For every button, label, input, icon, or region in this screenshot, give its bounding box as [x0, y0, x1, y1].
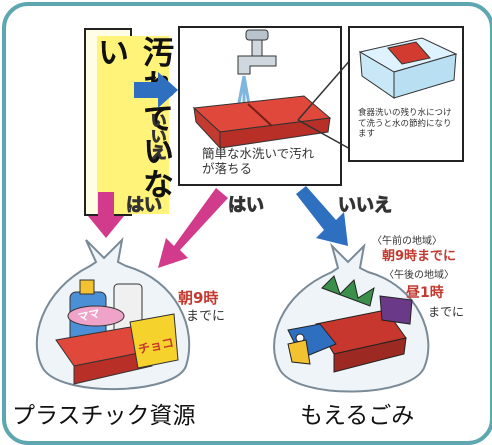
arrow-to-wash [134, 72, 178, 108]
am-area-label: 〈午前の地域〉 [372, 236, 442, 247]
bin-label-plastic: プラスチック資源 [12, 403, 196, 429]
wash-caption: 簡単な水洗いで汚れが落ちる [202, 146, 315, 176]
branch-label-yes-2: はい [228, 195, 265, 216]
arrow-yes-middle [158, 188, 228, 268]
soak-basin-icon [358, 37, 458, 99]
pm-time: 昼1時 [406, 285, 444, 301]
soak-panel: 食器洗いの残り水につけて洗うと水の節約になります [348, 26, 464, 162]
soak-caption: 食器洗いの残り水につけて洗うと水の節約になります [358, 108, 452, 140]
burnable-bag-icon [273, 242, 430, 393]
bin-label-burnable: もえるごみ [300, 403, 415, 429]
branch-label-no: いいえ [338, 195, 393, 216]
arrow-label-no-vertical: いいえ [147, 112, 167, 161]
plastic-bag-icon [35, 237, 191, 390]
fish-icon [287, 323, 337, 365]
bento-tray-icon [192, 95, 332, 150]
pm-area-label: 〈午後の地域〉 [384, 270, 454, 281]
question-box: 汚れていない [84, 28, 178, 216]
am-time: 朝9時までに [382, 249, 457, 264]
arrow-no-right [296, 186, 348, 246]
question-text: 汚れていない [88, 36, 178, 214]
left-collection-until: までに [186, 309, 226, 324]
arrow-yes-left [88, 192, 124, 238]
pm-until: までに [428, 305, 465, 319]
branch-label-yes-1: はい [126, 195, 163, 216]
callout-lines [297, 57, 353, 151]
left-collection-time: 朝9時 [178, 289, 219, 307]
wash-panel: 簡単な水洗いで汚れが落ちる [178, 26, 342, 186]
